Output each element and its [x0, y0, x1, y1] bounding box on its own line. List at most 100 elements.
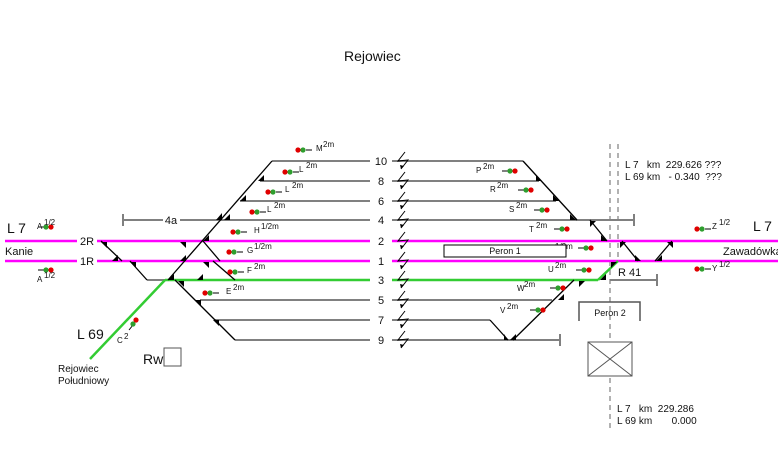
track-label-4a: 4a — [165, 215, 178, 227]
signal-label: C — [117, 336, 123, 345]
signal-lamp-red — [48, 224, 54, 230]
main-tracks — [5, 239, 778, 263]
switch-marker — [130, 262, 136, 268]
right-station-label: Zawadówka — [723, 246, 778, 258]
electrification-arrow — [400, 185, 404, 189]
switch-marker — [620, 242, 626, 248]
signal-lamp-red — [226, 249, 232, 255]
crossover-2-1 — [202, 240, 221, 262]
signal-label: M — [316, 144, 323, 153]
signal-label-superscript: 1/2 — [44, 218, 56, 227]
platform-1-label: Peron 1 — [489, 246, 521, 256]
track-label-2R: 2R — [80, 236, 94, 248]
electrification-arrow — [400, 205, 404, 209]
signal-label-superscript: 2m — [233, 283, 244, 292]
electrification-arrow — [400, 165, 404, 169]
station-building — [587, 341, 633, 377]
track-label-4: 4 — [378, 215, 384, 227]
km-reference-lines — [609, 144, 619, 432]
signal-label-superscript: 2m — [323, 140, 334, 149]
signal-label-superscript: 2m — [516, 201, 527, 210]
electrification-icon — [396, 290, 410, 309]
electrification-icon — [396, 151, 410, 170]
platform-2 — [578, 301, 641, 321]
switch-marker — [611, 262, 617, 268]
left-station-label: Kanie — [5, 246, 33, 258]
signal-label: H — [254, 226, 260, 235]
track-label-1R: 1R — [80, 256, 94, 268]
electrification-icon — [396, 210, 410, 229]
lower-left-ladder — [174, 279, 236, 341]
switch-marker — [570, 214, 576, 220]
signal-lamp-red — [586, 267, 592, 273]
signal-label: Y — [712, 264, 718, 273]
post-rw-label: Rw — [143, 351, 164, 367]
track-label-8: 8 — [378, 176, 384, 188]
km-top-l69: L 69 km - 0.340 ??? — [625, 172, 722, 183]
signal-lamp-red — [540, 307, 546, 313]
l69-line-label: L 69 — [77, 326, 104, 342]
signal-lamp-green — [699, 226, 705, 232]
signal-label-superscript: 2m — [292, 181, 303, 190]
signal-label-superscript: 2m — [524, 280, 535, 289]
signal-lamp-green — [300, 147, 306, 153]
km-bottom-l7: L 7 km 229.286 — [617, 404, 694, 415]
switch-marker — [579, 281, 585, 287]
l69-station-label-1: Rejowiec — [58, 364, 99, 375]
signal-lamp-green — [232, 269, 238, 275]
switch-marker — [553, 195, 559, 201]
signal-lamp-red — [48, 267, 54, 273]
signal-label-superscript: 2m — [483, 162, 494, 171]
post-rw-box — [163, 347, 182, 367]
signal-lamp-green — [581, 267, 587, 273]
signal-label: A — [37, 222, 43, 231]
signal-label-superscript: 2m — [306, 161, 317, 170]
switch-marker — [601, 235, 607, 241]
siding-tracks — [122, 160, 658, 346]
electrification-icon — [396, 231, 410, 250]
crossover-2-1-right-b — [654, 240, 673, 262]
signal-label: P — [476, 166, 481, 175]
signal-lamp-red — [512, 168, 518, 174]
track-label-6: 6 — [378, 196, 384, 208]
signal-lamp-green — [539, 207, 545, 213]
l69-station-label-2: Południowy — [58, 376, 109, 387]
signal-label-superscript: 2m — [555, 261, 566, 270]
signal-lamp-red — [694, 266, 700, 272]
signal-label: L — [267, 205, 272, 214]
signal-label: V — [500, 306, 506, 315]
signal-label-superscript: 2m — [497, 181, 508, 190]
signal-lamp-red — [227, 269, 233, 275]
track-label-2: 2 — [378, 236, 384, 248]
switch-marker — [195, 300, 201, 306]
post-r41-label: R 41 — [618, 267, 641, 279]
signal-lamp-green — [535, 307, 541, 313]
signal-label: U — [548, 265, 554, 274]
switch-marker — [224, 214, 230, 220]
right-upper-ladder — [522, 160, 578, 221]
signal-lamp-green — [43, 267, 49, 273]
switch-marker — [504, 334, 508, 340]
signal-label: A — [37, 275, 43, 284]
